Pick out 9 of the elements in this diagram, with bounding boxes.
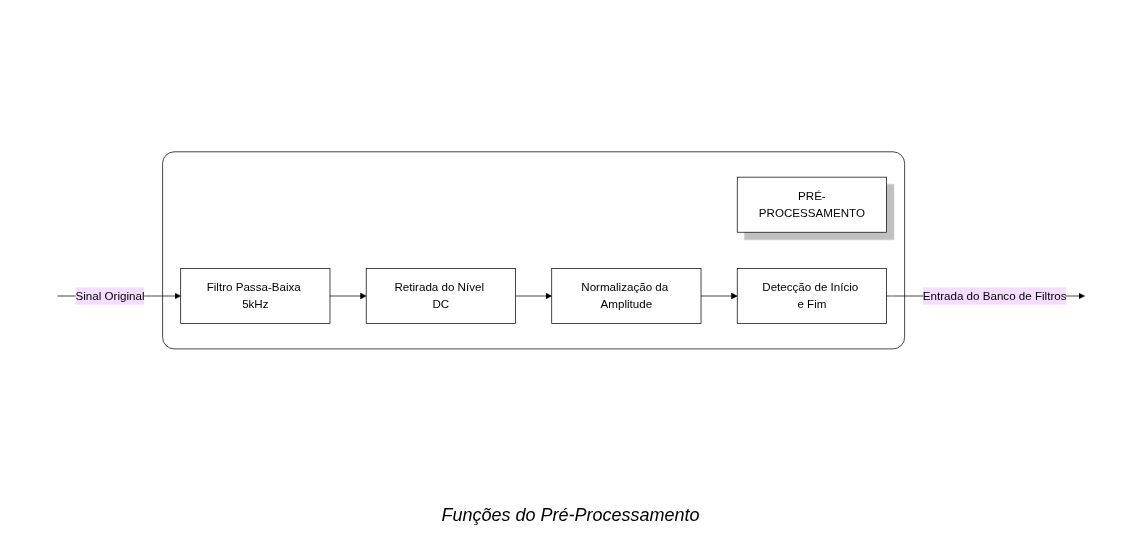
- cluster: [161, 151, 905, 350]
- edge-label: Entrada do Banco de Filtros: [922, 289, 1066, 302]
- edge-label: Sinal Original: [75, 289, 144, 302]
- node-box: Retirada do Nível DC: [365, 268, 516, 325]
- node-box: Detecção de Início e Fim: [736, 268, 887, 325]
- node-box: Filtro Passa-Baixa 5kHz: [179, 268, 330, 325]
- node-box: PRÉ-PROCESSAMENTO: [736, 176, 887, 233]
- caption: Funções do Pré-Processamento: [441, 505, 700, 526]
- node-box: Normalização da Amplitude: [550, 268, 701, 325]
